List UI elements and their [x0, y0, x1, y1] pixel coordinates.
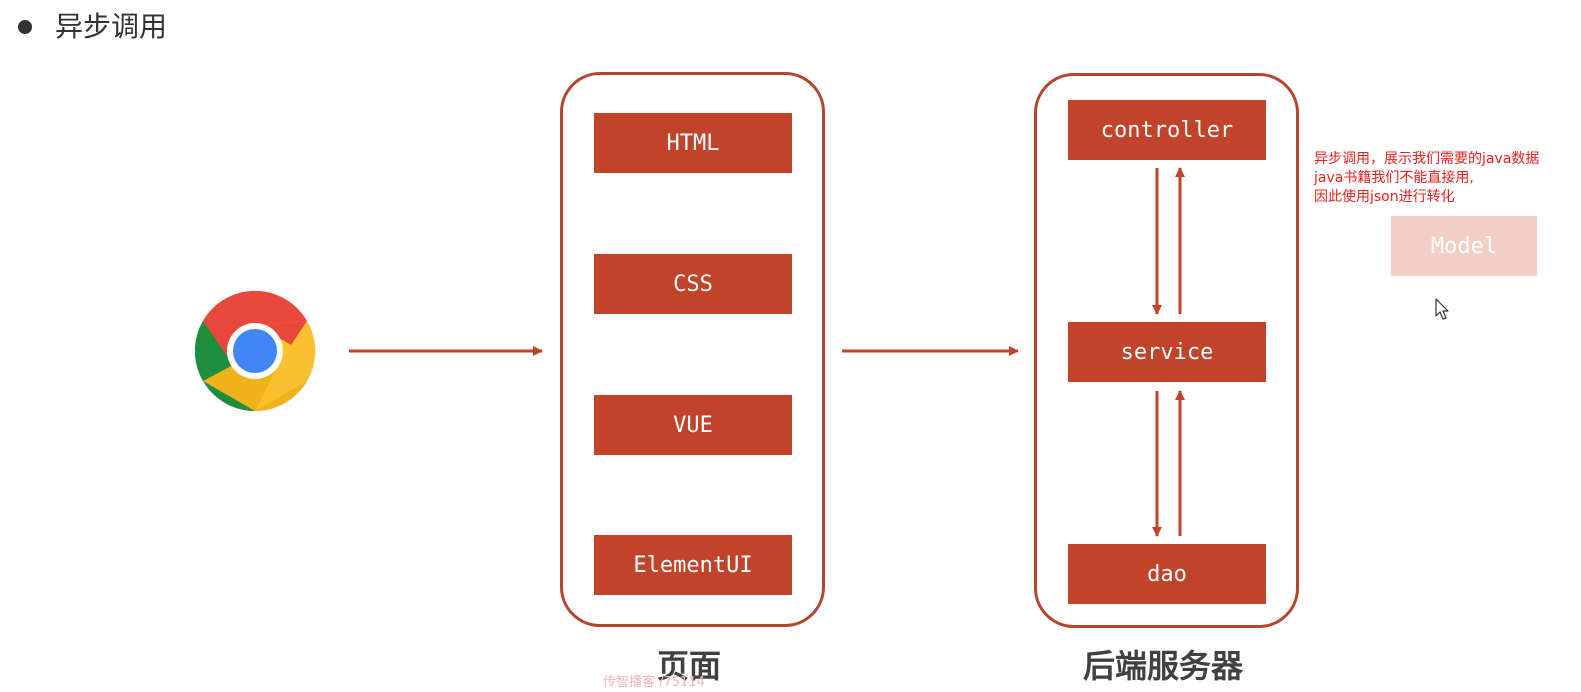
page-heading: 异步调用 — [55, 10, 168, 43]
elementui-box: ElementUI — [594, 535, 792, 595]
css-box: CSS — [594, 254, 792, 314]
server-label: 后端服务器 — [1083, 647, 1244, 685]
page-group-frame — [560, 72, 825, 627]
chrome-browser-icon — [194, 290, 316, 412]
page-label: 页面 — [657, 647, 722, 685]
vue-box: VUE — [594, 395, 792, 455]
mouse-cursor-icon — [1435, 298, 1449, 320]
html-box: HTML — [594, 113, 792, 173]
service-box: service — [1068, 322, 1266, 382]
annotation-line: java书籍我们不能直接用, — [1314, 170, 1474, 186]
controller-box: controller — [1068, 100, 1266, 160]
dao-box: dao — [1068, 544, 1266, 604]
watermark: 传智播客 /75114 — [603, 675, 705, 690]
server-group-frame — [1034, 73, 1299, 628]
annotation-line: 异步调用，展示我们需要的java数据 — [1314, 151, 1540, 167]
annotation-line: 因此使用json进行转化 — [1314, 189, 1455, 205]
annotation-note: 异步调用，展示我们需要的java数据 java书籍我们不能直接用, 因此使用js… — [1314, 150, 1539, 207]
model-box: Model — [1391, 216, 1537, 276]
bullet-dot — [18, 20, 32, 34]
